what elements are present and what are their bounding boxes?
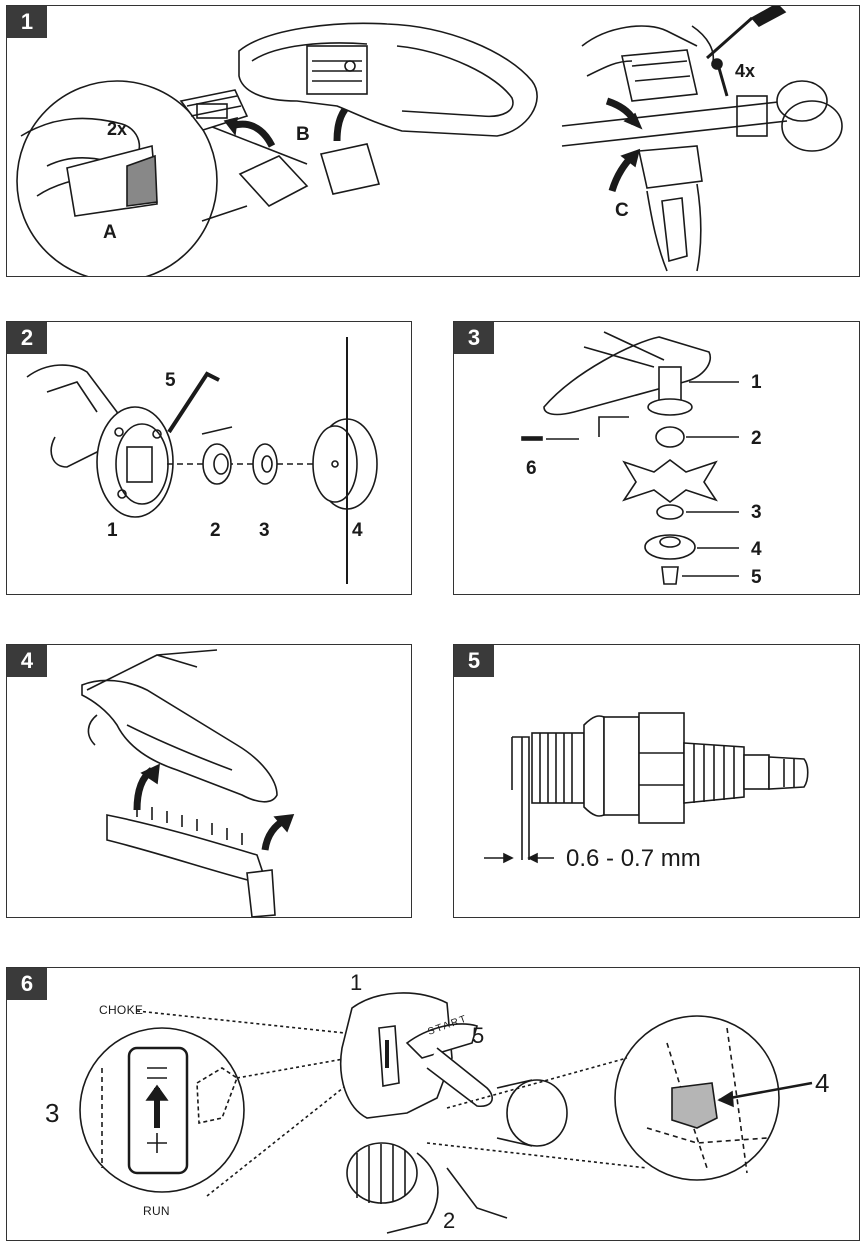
- label-2x: 2x: [107, 119, 128, 139]
- panel-2-label-5: 5: [165, 370, 176, 391]
- gap-measurement: 0.6 - 0.7 mm: [566, 845, 701, 872]
- label-4x: 4x: [735, 61, 756, 81]
- panel-2-illustration: [26, 337, 378, 584]
- panel-2-label-3: 3: [259, 520, 270, 541]
- panel-1-number: 1: [7, 6, 47, 38]
- panel-6-label-2: 2: [443, 1208, 456, 1233]
- panel-3-number: 3: [454, 322, 494, 354]
- panel-6-label-1: 1: [350, 970, 363, 995]
- panel-3-label-1: 1: [751, 372, 762, 393]
- panel-4-number: 4: [7, 645, 47, 677]
- panel-5-illustration: [484, 712, 809, 864]
- panel-5-number: 5: [454, 645, 494, 677]
- panel-4-illustration: [81, 649, 295, 917]
- run-label: RUN: [143, 1204, 170, 1218]
- label-a: A: [103, 222, 117, 243]
- panel-3: 3: [453, 321, 860, 595]
- panel-3-illustration: [521, 331, 739, 585]
- panel-1-illustration: [16, 6, 843, 276]
- panel-6-illustration: [79, 992, 813, 1234]
- panel-2-number: 2: [7, 322, 47, 354]
- panel-6-number: 6: [7, 968, 47, 1000]
- label-c: C: [615, 200, 629, 221]
- choke-label: CHOKE: [99, 1003, 144, 1017]
- panel-3-label-5: 5: [751, 567, 762, 588]
- panel-3-label-3: 3: [751, 502, 762, 523]
- panel-6: 6: [6, 967, 860, 1241]
- panel-2-label-2: 2: [210, 520, 221, 541]
- panel-2-label-4: 4: [352, 520, 363, 541]
- panel-6-label-3: 3: [45, 1098, 60, 1128]
- panel-5: 5 0.6 - 0.7 mm: [453, 644, 860, 918]
- panel-6-label-4: 4: [815, 1068, 830, 1098]
- label-b: B: [296, 124, 310, 145]
- panel-1: 1: [6, 5, 860, 277]
- panel-3-label-4: 4: [751, 539, 762, 560]
- panel-3-label-2: 2: [751, 428, 762, 449]
- panel-2: 2 5 1 2 3 4: [6, 321, 412, 595]
- panel-3-label-6: 6: [526, 458, 537, 479]
- panel-4: 4: [6, 644, 412, 918]
- panel-6-label-5: 5: [472, 1023, 485, 1048]
- panel-2-label-1: 1: [107, 520, 118, 541]
